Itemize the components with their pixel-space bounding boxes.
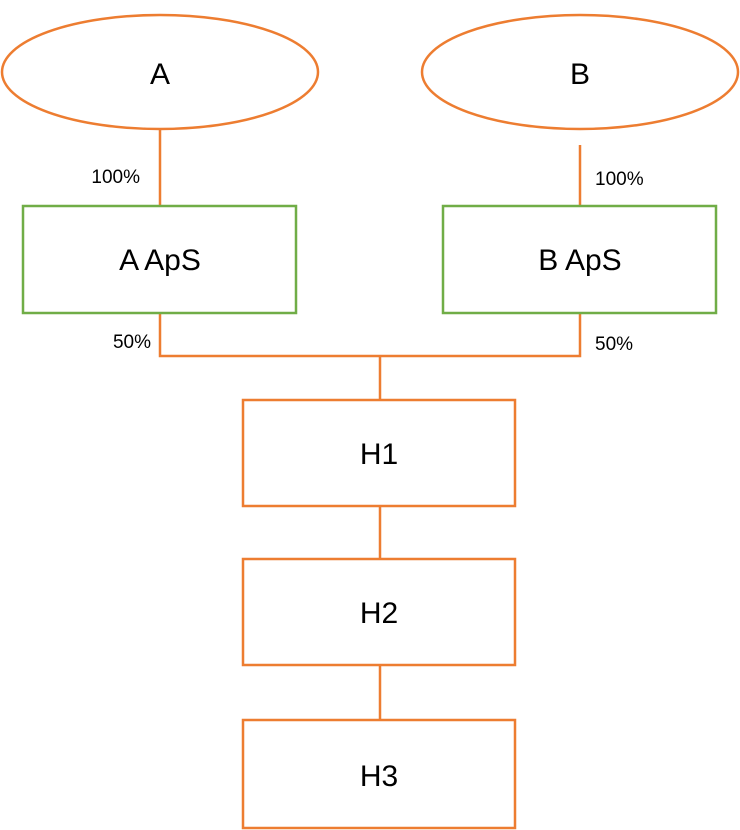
connector-a-aps-to-h1 <box>158 313 380 358</box>
pct-b-to-b-aps: 100% <box>595 169 644 190</box>
company-h2-node <box>241 557 517 667</box>
pct-b-aps-to-h1: 50% <box>595 334 633 355</box>
holding-b-aps-label: B ApS <box>538 244 621 277</box>
company-h3-node <box>241 718 517 830</box>
owner-b-node <box>420 13 740 131</box>
company-h1-label: H1 <box>360 438 398 471</box>
company-h3-label: H3 <box>360 760 398 793</box>
holding-a-aps-node <box>21 204 298 315</box>
owner-b-label: B <box>570 58 590 91</box>
holding-b-aps-node <box>441 204 718 315</box>
company-h1-node <box>241 398 517 508</box>
company-h2-label: H2 <box>360 597 398 630</box>
owner-a-label: A <box>150 58 170 91</box>
holding-a-aps-label: A ApS <box>119 244 201 277</box>
owner-a-node <box>0 13 320 131</box>
connector-b-aps-to-h1 <box>380 313 582 358</box>
pct-a-to-a-aps: 100% <box>91 167 140 188</box>
pct-a-aps-to-h1: 50% <box>113 332 151 353</box>
